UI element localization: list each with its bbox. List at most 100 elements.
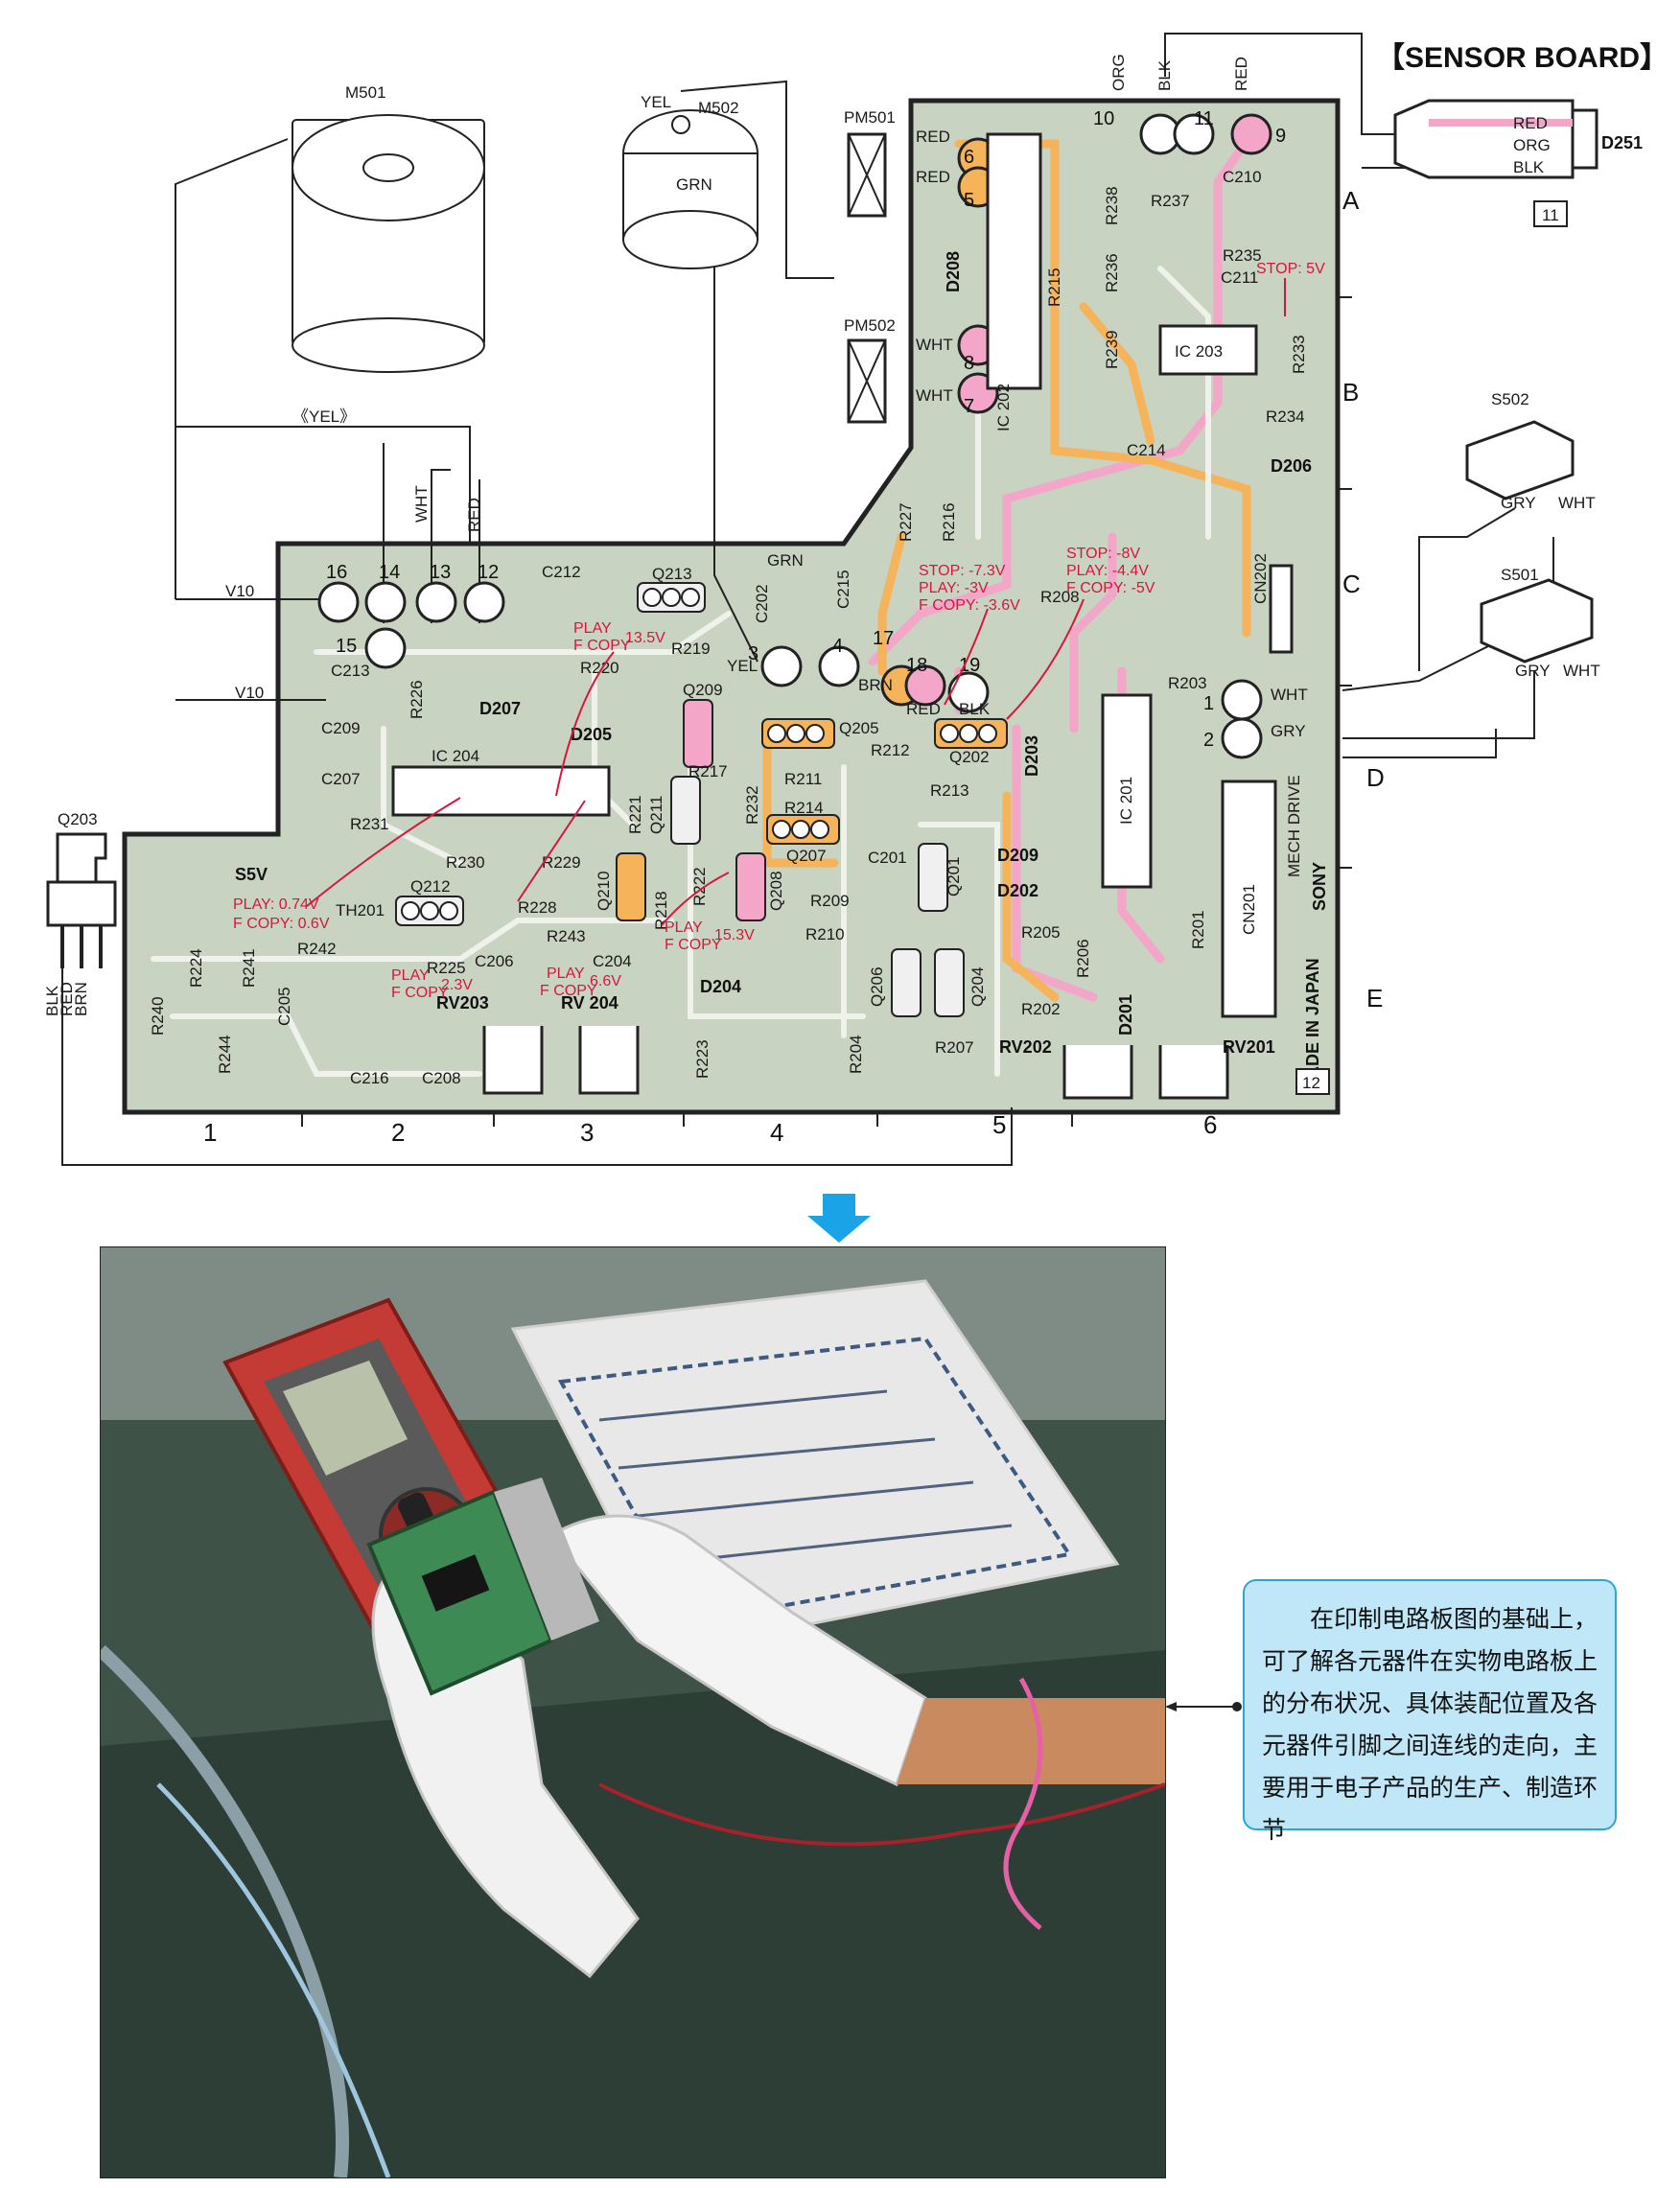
label-rv204: RV 204	[561, 993, 618, 1013]
pin-11: 11	[1194, 108, 1214, 129]
pin-3: 3	[748, 643, 758, 664]
label-grn-board: GRN	[767, 551, 804, 570]
label-d251: D251	[1601, 133, 1643, 152]
sensor-d251: RED ORG BLK D251	[1393, 99, 1643, 179]
pin-7: 7	[964, 396, 974, 417]
cn202-body	[1269, 564, 1294, 654]
label-brn-q203: BRN	[72, 982, 90, 1016]
diode-labels: D207 D205 D208 D206 D203 D209 D202 D204 …	[479, 251, 1312, 1036]
label-v10-bottom: V10	[235, 684, 264, 702]
label-blk-board: BLK	[959, 700, 991, 718]
label-s501-gry: GRY	[1515, 662, 1551, 680]
volt-rv203-2: F COPY	[391, 985, 449, 1001]
photo-illustration	[101, 1247, 1165, 2177]
label-r227: R227	[897, 502, 915, 542]
pin-6: 6	[964, 147, 974, 168]
workbench-photo	[100, 1246, 1166, 2178]
label-d206: D206	[1271, 456, 1312, 476]
pm501: PM501	[844, 108, 896, 218]
volt-cn202-2: PLAY: -4.4V	[1066, 563, 1149, 579]
pin-8: 8	[964, 353, 974, 374]
label-r242: R242	[297, 940, 337, 958]
label-c204: C204	[593, 952, 632, 970]
motor-m502: M502 YEL GRN	[622, 93, 758, 269]
label-r217: R217	[688, 762, 728, 780]
pin-17: 17	[873, 628, 894, 649]
volt-c202-1: STOP: -7.3V	[919, 563, 1006, 579]
sensor-board-title: 【SENSOR BOARD】	[1376, 42, 1668, 74]
col-2: 2	[391, 1118, 405, 1147]
col-4: 4	[770, 1118, 783, 1147]
pin-1: 1	[1203, 693, 1214, 714]
label-red-board: RED	[906, 700, 941, 718]
label-ic204: IC 204	[432, 747, 479, 765]
main-board-number: 12	[1302, 1074, 1320, 1092]
row-b: B	[1342, 378, 1359, 407]
volt-cn202-1: STOP: -8V	[1066, 546, 1140, 562]
label-q210: Q210	[595, 871, 613, 911]
transistor-labels: Q213 Q209 Q205 Q202 Q212 Q211 Q210 Q208 …	[410, 565, 990, 1007]
label-c202: C202	[753, 584, 771, 623]
label-r232: R232	[743, 785, 761, 825]
label-q212: Q212	[410, 877, 451, 896]
volt-q212-1: PLAY: 0.74V	[233, 896, 319, 913]
label-yel-wire: 《YEL》	[292, 407, 356, 426]
volt-ic203: STOP: 5V	[1256, 261, 1325, 277]
label-s5v: S5V	[235, 865, 268, 884]
transistor-pads	[395, 582, 1008, 1017]
volt-q210-1: PLAY	[665, 919, 703, 936]
column-labels: 1 2 3 4 5 6	[203, 1110, 1217, 1147]
label-r219: R219	[671, 640, 711, 658]
label-r226: R226	[408, 680, 426, 719]
label-q213: Q213	[652, 565, 692, 583]
label-r215: R215	[1045, 268, 1063, 307]
volt-rv203-1: PLAY	[391, 967, 430, 984]
label-q206: Q206	[868, 966, 886, 1007]
label-r211: R211	[784, 770, 822, 788]
label-red-wire: RED	[465, 498, 483, 532]
pin-16: 16	[326, 562, 347, 583]
ic201-body	[1101, 693, 1153, 889]
label-r229: R229	[542, 853, 581, 872]
label-r214: R214	[784, 799, 824, 817]
label-q209: Q209	[683, 681, 723, 699]
volt-rv204-3: 6.6V	[590, 973, 621, 989]
pin-14: 14	[379, 562, 400, 583]
col-3: 3	[580, 1118, 594, 1147]
label-s502-gry: GRY	[1501, 494, 1536, 512]
pm502: PM502	[844, 316, 896, 424]
label-r222: R222	[690, 867, 709, 906]
pad-group-left	[317, 581, 1263, 759]
label-cn201: CN201	[1240, 884, 1258, 935]
switch-s502: S502 GRY WHT	[1465, 390, 1596, 512]
cn201-body	[1221, 780, 1277, 1018]
label-yel-board: YEL	[727, 657, 758, 675]
label-org-top: ORG	[1109, 54, 1128, 91]
label-q205: Q205	[839, 719, 879, 737]
label-r220: R220	[580, 659, 619, 677]
label-c215: C215	[834, 570, 852, 609]
label-pm501: PM501	[844, 108, 896, 127]
label-q201: Q201	[945, 856, 963, 896]
label-r234: R234	[1266, 407, 1305, 426]
label-r225: R225	[427, 959, 466, 977]
label-r216: R216	[940, 502, 958, 542]
label-r231: R231	[350, 815, 389, 833]
label-c208: C208	[422, 1069, 461, 1087]
pin-15: 15	[336, 636, 357, 657]
pin-5: 5	[964, 190, 974, 211]
label-s502: S502	[1491, 390, 1529, 408]
external-wiring	[61, 33, 1554, 1166]
label-q204: Q204	[968, 966, 987, 1007]
label-r221: R221	[626, 795, 644, 834]
label-c213: C213	[331, 662, 370, 680]
voltage-arrows	[306, 278, 1286, 926]
label-r203: R203	[1168, 674, 1207, 692]
row-ticks	[1338, 296, 1352, 869]
voltage-annotations: STOP: 5V PLAY F COPY 13.5V PLAY: 0.74V F…	[233, 261, 1325, 1001]
pin-12: 12	[478, 562, 499, 583]
label-d201: D201	[1116, 994, 1135, 1036]
label-r213: R213	[930, 781, 969, 800]
row-c: C	[1342, 570, 1361, 598]
label-m502-yel: YEL	[641, 93, 671, 111]
